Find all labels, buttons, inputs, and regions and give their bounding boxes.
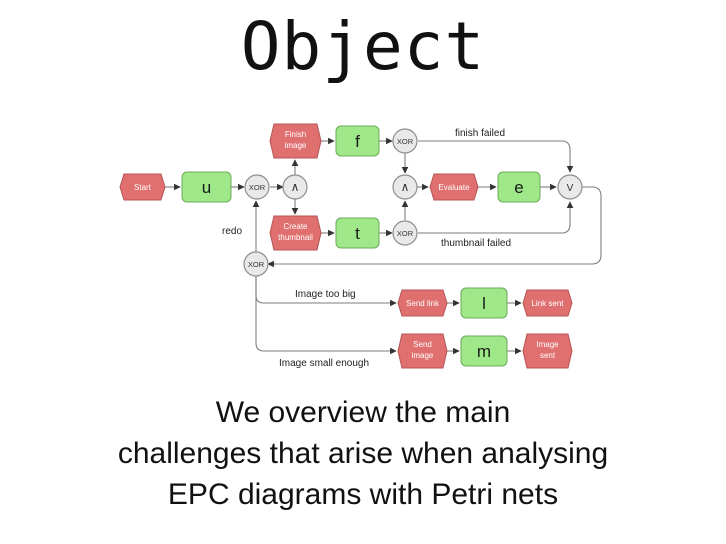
function-l: l: [460, 287, 508, 319]
connector-xor-finish: XOR: [392, 128, 418, 154]
function-u: u: [181, 171, 232, 203]
event-create-thumbnail: Create thumbnail: [269, 215, 322, 251]
svg-text:∧: ∧: [291, 180, 300, 194]
svg-text:Send link: Send link: [406, 299, 440, 308]
svg-text:XOR: XOR: [249, 183, 266, 192]
label-finish-failed: finish failed: [455, 128, 505, 139]
connector-xor-size: XOR: [243, 251, 269, 277]
label-image-small-enough: Image small enough: [279, 358, 369, 369]
svg-text:∧: ∧: [401, 180, 410, 194]
svg-text:Send: Send: [413, 340, 432, 349]
svg-text:sent: sent: [540, 351, 556, 360]
svg-text:l: l: [482, 294, 486, 313]
edges: [165, 137, 602, 355]
svg-text:m: m: [477, 342, 491, 361]
svg-text:e: e: [514, 178, 523, 197]
connector-or-join: V: [557, 174, 583, 200]
label-redo: redo: [222, 226, 242, 237]
caption-line-3: EPC diagrams with Petri nets: [167, 478, 559, 511]
svg-text:Link sent: Link sent: [531, 299, 564, 308]
event-start: Start: [119, 173, 166, 201]
svg-text:thumbnail: thumbnail: [278, 233, 313, 242]
svg-text:XOR: XOR: [397, 229, 414, 238]
svg-text:XOR: XOR: [397, 137, 414, 146]
svg-text:Create: Create: [283, 222, 308, 231]
svg-text:image: image: [412, 351, 434, 360]
svg-text:f: f: [355, 132, 360, 151]
svg-text:Evaluate: Evaluate: [438, 183, 470, 192]
svg-text:t: t: [355, 224, 360, 243]
event-link-sent: Link sent: [522, 289, 573, 317]
svg-text:XOR: XOR: [248, 260, 265, 269]
svg-text:V: V: [567, 183, 574, 194]
label-thumbnail-failed: thumbnail failed: [441, 238, 511, 249]
function-e: e: [497, 171, 541, 203]
svg-text:u: u: [202, 178, 211, 197]
event-finish-image: Finish image: [269, 123, 322, 159]
svg-text:image: image: [285, 141, 307, 150]
svg-text:Image: Image: [536, 340, 559, 349]
function-f: f: [335, 125, 380, 157]
slide-title: Object: [240, 8, 486, 85]
event-send-link: Send link: [397, 289, 448, 317]
slide-caption: We overview the main challenges that ari…: [0, 392, 726, 515]
svg-text:Finish: Finish: [285, 130, 306, 139]
function-t: t: [335, 217, 380, 249]
connector-xor-thumbnail: XOR: [392, 220, 418, 246]
svg-text:Start: Start: [134, 183, 152, 192]
connector-xor-start: XOR: [244, 174, 270, 200]
label-image-too-big: Image too big: [295, 289, 356, 300]
function-m: m: [460, 335, 508, 367]
caption-line-2: challenges that arise when analysing: [117, 437, 609, 470]
caption-line-1: We overview the main: [215, 396, 511, 429]
event-send-image: Send image: [397, 333, 448, 369]
connector-and-split: ∧: [282, 174, 308, 200]
event-evaluate: Evaluate: [429, 173, 479, 201]
event-image-sent: Image sent: [522, 333, 573, 369]
connector-and-join: ∧: [392, 174, 418, 200]
